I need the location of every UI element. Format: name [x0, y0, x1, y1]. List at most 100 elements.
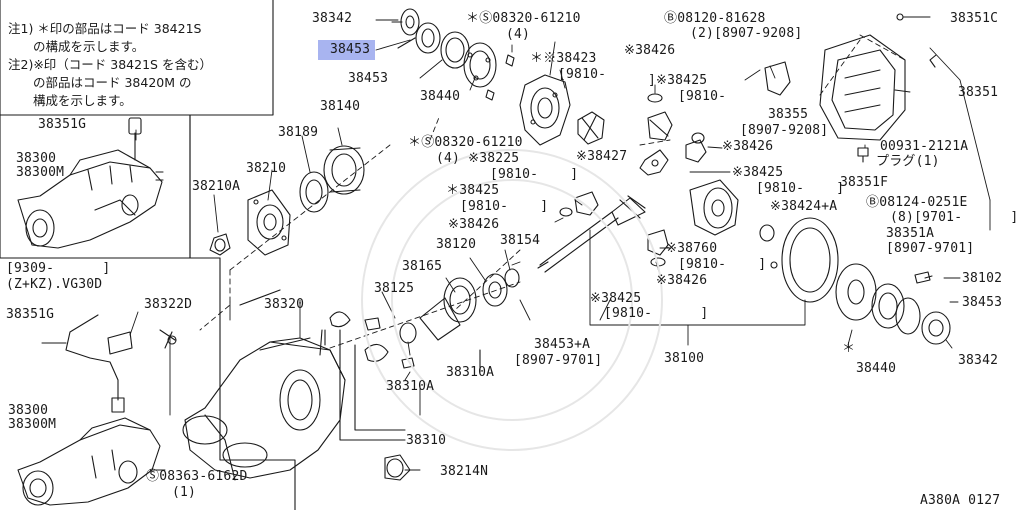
part-38210[interactable]: 38210 — [246, 161, 287, 176]
part-38425-a-date: [9810- — [678, 89, 727, 104]
part-38342-right[interactable]: 38342 — [958, 353, 999, 368]
note-line-2: の構成を示します。 — [8, 39, 145, 54]
frame-top-left — [0, 114, 191, 259]
diff-assembly-bottom — [17, 417, 161, 506]
leader-lines — [129, 19, 991, 471]
star-marker-right: ＊ — [842, 341, 856, 356]
part-38426-a[interactable]: ※38426 — [624, 43, 676, 58]
part-38351G-top[interactable]: 38351G — [38, 117, 87, 132]
part-38300M-top[interactable]: 38300M — [16, 165, 65, 180]
ring-gear — [781, 217, 951, 345]
note-line-1: 注1) ＊印の部品はコード 38421S — [8, 21, 202, 36]
part-38425-a[interactable]: ]※38425 — [648, 73, 708, 88]
part-38453A-date: [8907-9701] — [514, 353, 603, 368]
part-38424[interactable]: ※38424+A — [770, 199, 838, 214]
part-38322D[interactable]: 38322D — [144, 297, 193, 312]
part-38425-c[interactable]: ＊38425 — [446, 183, 500, 198]
part-38225-date: [9810- ] — [490, 167, 579, 182]
pinion-bearing — [299, 145, 365, 213]
notes-frame — [0, 0, 274, 116]
diagram-id: A380A 0127 — [920, 493, 1001, 508]
part-38453A[interactable]: 38453+A — [534, 337, 591, 352]
part-38426-b[interactable]: ※38426 — [722, 139, 774, 154]
part-00931-plug: プラグ(1) — [876, 154, 940, 169]
variant-label-model: (Z+KZ).VG30D — [6, 277, 103, 292]
part-38154[interactable]: 38154 — [500, 233, 541, 248]
pinion-spacers — [399, 261, 549, 344]
highlight-box — [318, 40, 375, 60]
part-38351A[interactable]: 38351A — [886, 226, 935, 241]
part-38102[interactable]: 38102 — [962, 271, 1003, 286]
part-38120[interactable]: 38120 — [436, 237, 477, 252]
part-38300M-bottom[interactable]: 38300M — [8, 417, 57, 432]
part-38760[interactable]: ※38760 — [666, 241, 718, 256]
part-38214N[interactable]: 38214N — [440, 464, 489, 479]
part-38351F[interactable]: 38351F — [840, 175, 889, 190]
diff-carrier-housing — [182, 329, 346, 481]
part-38453-right[interactable]: 38453 — [962, 295, 1003, 310]
part-38425-d-date: [9810- ] — [604, 306, 709, 321]
bearing-group-top — [391, 8, 497, 88]
part-38342-top[interactable]: 38342 — [312, 11, 353, 26]
part-38440-top[interactable]: 38440 — [420, 89, 461, 104]
companion-flange — [209, 189, 291, 256]
part-08120-qty: (2)[8907-9208] — [690, 26, 803, 41]
part-38210A[interactable]: 38210A — [192, 179, 241, 194]
part-08320-mid[interactable]: ＊Ⓢ08320-61210 — [408, 135, 523, 150]
part-38355[interactable]: 38355 — [768, 107, 809, 122]
part-38427[interactable]: ※38427 — [576, 149, 628, 164]
part-38300-bottom[interactable]: 38300 — [8, 403, 49, 418]
part-38300-top[interactable]: 38300 — [16, 151, 57, 166]
note-line-4: の部品はコード 38420M の — [8, 75, 192, 90]
part-38426-d[interactable]: ※38426 — [656, 273, 708, 288]
note-line-5: 構成を示します。 — [8, 93, 132, 108]
part-08363[interactable]: Ⓢ08363-6162D — [146, 469, 248, 484]
part-38423[interactable]: ＊※38423 — [530, 51, 597, 66]
part-38310A-b[interactable]: 38310A — [386, 379, 435, 394]
part-38453-highlighted[interactable]: 38453 — [330, 42, 371, 57]
part-38310A-a[interactable]: 38310A — [446, 365, 495, 380]
frame-divider — [189, 114, 296, 510]
part-38425-d[interactable]: ※38425 — [590, 291, 642, 306]
part-38310[interactable]: 38310 — [406, 433, 447, 448]
part-38440-right[interactable]: 38440 — [856, 361, 897, 376]
guide-lines — [199, 34, 906, 349]
drive-pinion — [539, 179, 739, 273]
part-08320-top[interactable]: ＊Ⓢ08320-61210 — [466, 11, 581, 26]
part-38423-date: [9810- — [558, 67, 607, 82]
pinion-gears — [574, 111, 707, 256]
part-08124-qty: (8)[9701- ] — [890, 210, 1019, 225]
part-08363-qty: (1) — [172, 485, 197, 500]
part-38351C[interactable]: 38351C — [950, 11, 999, 26]
diff-assembly-top — [17, 117, 164, 249]
bracket — [764, 61, 791, 96]
part-38760-date: [9810- ] — [678, 257, 767, 272]
part-38351G-bottom[interactable]: 38351G — [6, 307, 55, 322]
part-38100[interactable]: 38100 — [664, 351, 705, 366]
mounting-brackets — [329, 311, 415, 481]
part-38425-b-date: [9810- ] — [756, 181, 845, 196]
part-38351[interactable]: 38351 — [958, 85, 999, 100]
part-38189[interactable]: 38189 — [278, 125, 319, 140]
part-38165[interactable]: 38165 — [402, 259, 443, 274]
part-08320-top-qty: (4) — [506, 27, 531, 42]
part-08120[interactable]: Ⓑ08120-81628 — [664, 11, 766, 26]
sensor-cable — [41, 314, 177, 413]
rear-cover — [819, 13, 937, 141]
part-38425-c-date: [9810- ] — [460, 199, 549, 214]
part-38125[interactable]: 38125 — [374, 281, 415, 296]
part-38140[interactable]: 38140 — [320, 99, 361, 114]
part-38425-b[interactable]: ※38425 — [732, 165, 784, 180]
part-08124[interactable]: Ⓑ08124-0251E — [866, 195, 968, 210]
note-line-3: 注2)※印（コード 38421S を含む） — [8, 57, 212, 72]
part-38355-date: [8907-9208] — [740, 123, 829, 138]
part-38426-c[interactable]: ※38426 — [448, 217, 500, 232]
variant-label-date: [9309- ] — [6, 261, 111, 276]
watermark — [361, 149, 663, 451]
part-00931[interactable]: 00931-2121A — [880, 139, 969, 154]
part-38320[interactable]: 38320 — [264, 297, 305, 312]
part-38453-mid[interactable]: 38453 — [348, 71, 389, 86]
part-08320-mid-qty: (4) ※38225 — [436, 151, 520, 166]
